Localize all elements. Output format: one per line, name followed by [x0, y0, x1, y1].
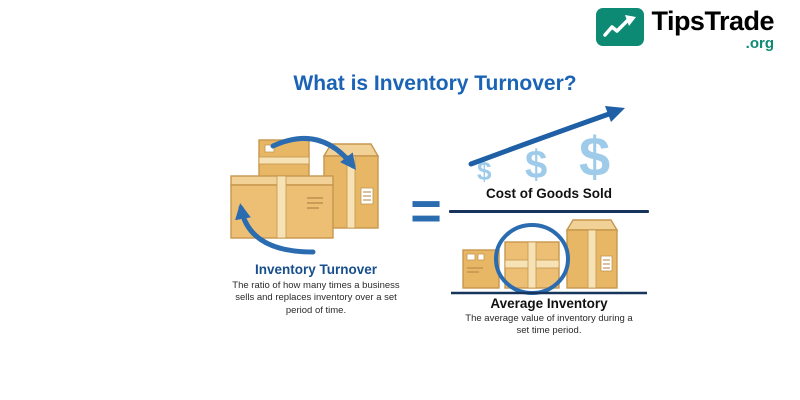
cost-of-goods-sold-label: Cost of Goods Sold [486, 186, 612, 201]
equals-sign: = [410, 181, 442, 241]
inventory-turnover-label: Inventory Turnover [254, 262, 378, 277]
page-title: What is Inventory Turnover? [293, 72, 577, 95]
dollar-sign-small: $ [477, 156, 492, 186]
logo: TipsTrade .org [596, 8, 774, 51]
middle-box [504, 241, 560, 289]
logo-suffix: .org [745, 35, 774, 52]
dollar-sign-medium: $ [525, 143, 547, 186]
logo-brand: TipsTrade [651, 6, 774, 36]
dollar-sign-large: $ [579, 125, 610, 186]
fraction-divider-line [449, 210, 649, 213]
formula-fraction: $ $ $ Cost of Goods Sold [446, 102, 652, 338]
growth-arrowhead [605, 106, 625, 122]
rotation-arrow-bottom [235, 203, 316, 255]
inventory-turnover-section: Inventory Turnover The ratio of how many… [218, 126, 414, 317]
right-tall-box [565, 219, 619, 289]
left-small-box [462, 249, 500, 289]
stacked-boxes-with-rotation-arrows-icon [230, 136, 380, 255]
growth-arrow [468, 111, 612, 167]
average-inventory-label: Average Inventory [490, 296, 608, 311]
rotation-arrow-top [270, 136, 357, 170]
logo-text: TipsTrade .org [651, 6, 774, 52]
inventory-turnover-description: The ratio of how many times a business s… [232, 280, 400, 316]
box-row-with-circled-middle-box-icon [451, 219, 647, 295]
line-chart-up-icon [596, 8, 645, 46]
average-inventory-description: The average value of inventory during a … [465, 313, 633, 337]
front-box [230, 175, 334, 239]
rising-dollar-signs-with-up-arrow-icon: $ $ $ [468, 106, 625, 186]
